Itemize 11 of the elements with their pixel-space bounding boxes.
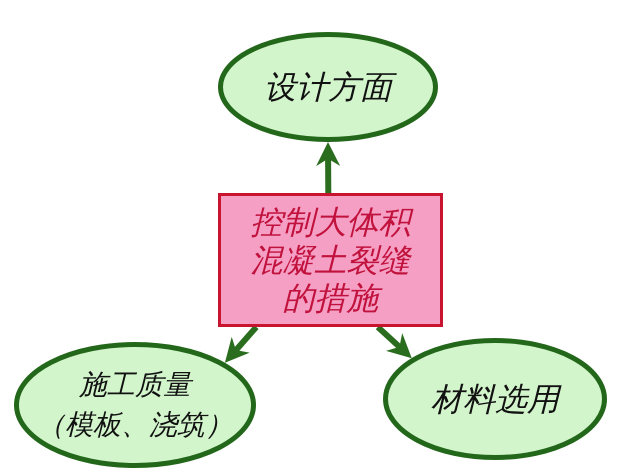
node-label: 设计方面 <box>258 67 398 107</box>
topic-ellipse <box>218 32 438 142</box>
node-label: 施工质量（模板、浇筑） <box>36 367 234 443</box>
node-label: 控制大体积混凝土裂缝的措施 <box>240 203 420 317</box>
arrow <box>222 325 259 365</box>
arrow <box>376 324 414 360</box>
topic-ellipse <box>14 342 256 468</box>
central-box <box>218 193 443 327</box>
arrow <box>316 142 340 194</box>
node-label: 材料选用 <box>424 379 566 419</box>
topic-ellipse <box>383 338 607 460</box>
